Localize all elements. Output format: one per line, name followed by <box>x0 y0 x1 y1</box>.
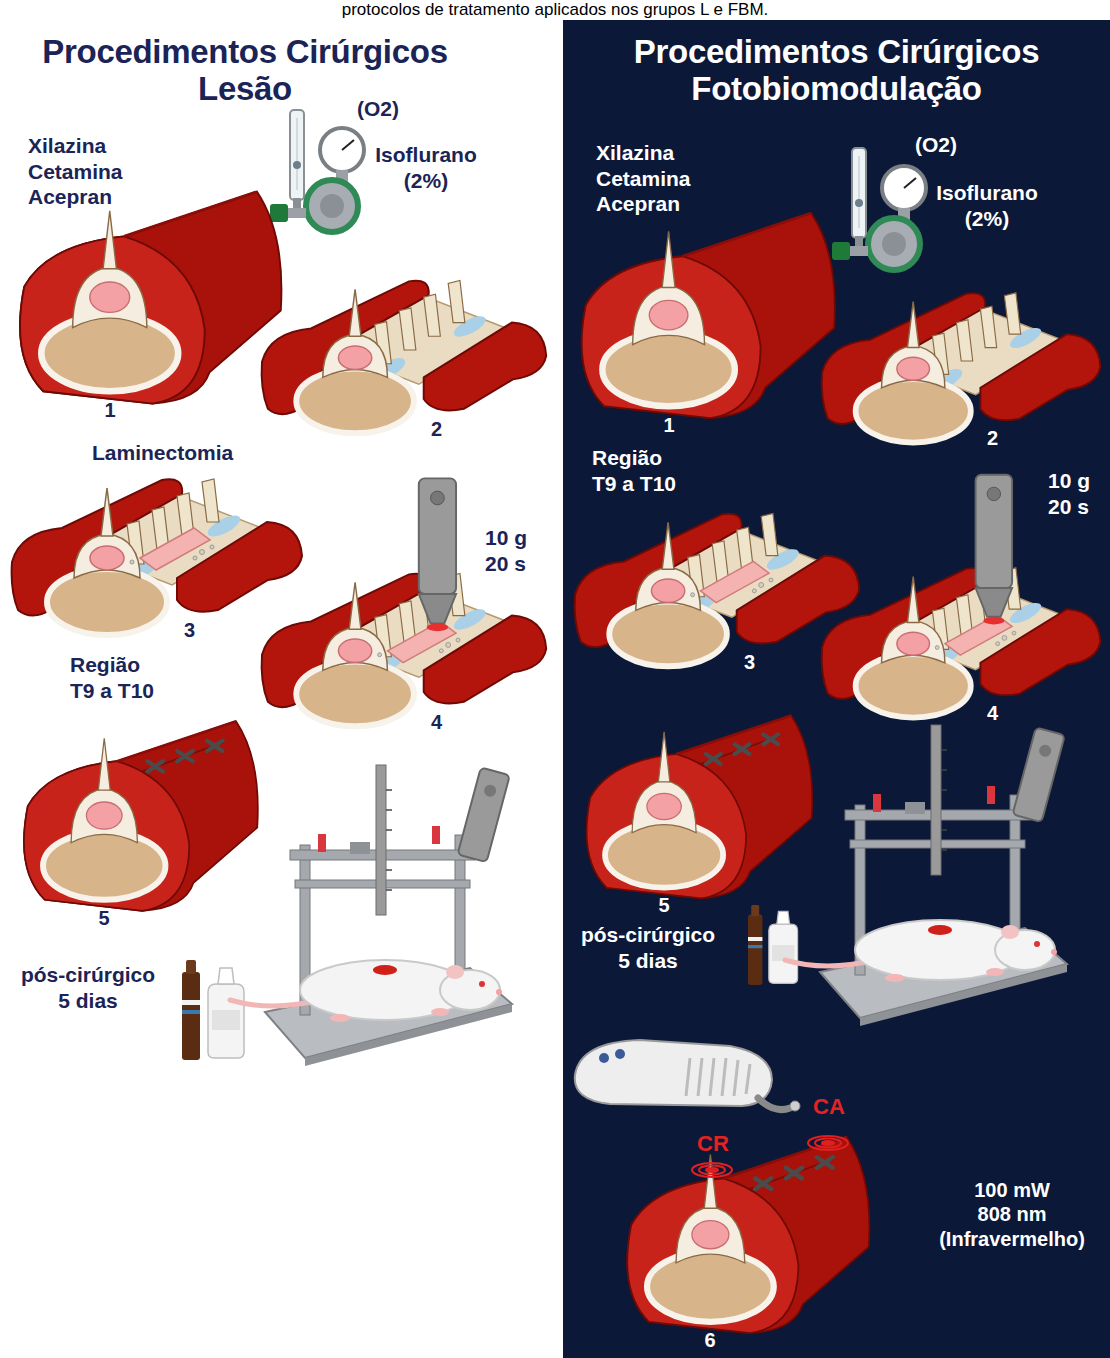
figure-1 <box>582 213 835 418</box>
frame <box>230 765 512 1066</box>
vaporizer <box>832 148 926 270</box>
panel-heading: Procedimentos Cirúrgicos Lesão <box>42 34 447 108</box>
laser-device <box>599 1053 609 1063</box>
point-label: CR <box>697 1131 729 1158</box>
figure-2 <box>822 293 1101 443</box>
laser-spot-ca <box>815 1139 841 1148</box>
gas-label: (O2) <box>357 96 399 122</box>
figure-5 <box>24 721 258 911</box>
figure-4 <box>419 478 456 631</box>
figure-5 <box>701 734 779 764</box>
laser-spot-ca <box>808 1136 848 1150</box>
figure-4 <box>976 475 1012 625</box>
drug-list: Xilazina Cetamina Acepran <box>596 140 691 217</box>
region-label: Região T9 a T10 <box>70 652 154 703</box>
laser-device <box>790 1101 800 1111</box>
figure-2 <box>262 280 547 433</box>
laser-spot-cr <box>699 1166 725 1175</box>
postop-label: pós-cirúrgico 5 dias <box>581 922 715 973</box>
figure-4 <box>262 478 547 726</box>
figure-1 <box>582 213 835 418</box>
step-number: 2 <box>987 426 998 450</box>
step-number: 1 <box>663 413 674 437</box>
figure-1 <box>20 192 281 404</box>
figure-caption: protocolos de tratamento aplicados nos g… <box>342 0 769 20</box>
figure-5 <box>24 721 258 911</box>
postop-label: pós-cirúrgico 5 dias <box>21 962 155 1013</box>
step-number: 3 <box>184 618 195 642</box>
procedure-label: Laminectomia <box>92 440 233 466</box>
bottles <box>182 960 244 1060</box>
figure-1 <box>20 192 281 404</box>
step-number: 5 <box>658 893 669 917</box>
gas-label: (O2) <box>915 132 957 158</box>
step-number: 2 <box>431 417 442 441</box>
figure-5 <box>143 741 224 772</box>
step-number: 5 <box>98 906 109 930</box>
laser-parameters: 100 mW 808 nm (Infravermelho) <box>939 1178 1085 1251</box>
laser-device <box>615 1049 625 1059</box>
anesthetic-label: Isoflurano (2%) <box>375 142 477 193</box>
step-number: 4 <box>431 710 442 734</box>
step-number: 1 <box>104 398 115 422</box>
step-number: 6 <box>704 1328 715 1352</box>
laser-device <box>686 1058 750 1096</box>
bottles <box>748 905 798 985</box>
figure-3 <box>130 528 214 570</box>
figure-2 <box>822 293 1101 443</box>
anesthetic-label: Isoflurano (2%) <box>936 180 1038 231</box>
panel-heading: Procedimentos Cirúrgicos Fotobiomodulaçã… <box>634 34 1039 108</box>
figure-4 <box>822 568 1101 718</box>
dark-panel-ground <box>563 20 1110 1358</box>
figure-3 <box>575 513 860 666</box>
figure-3 <box>691 561 773 602</box>
laser-spot-ca <box>822 1141 834 1145</box>
figure-3 <box>12 479 302 635</box>
panel-band: Procedimentos Cirúrgicos Fotobiomodulaçã… <box>563 20 1110 1358</box>
region-label: Região T9 a T10 <box>592 445 676 496</box>
step-number: 3 <box>744 650 755 674</box>
figure-6 <box>627 1137 869 1333</box>
figure-6 <box>627 1137 869 1333</box>
laser-device <box>758 1098 790 1110</box>
figure-4 <box>262 573 547 726</box>
figure-5 <box>587 716 813 899</box>
laser-device <box>575 1040 772 1106</box>
frame <box>785 725 1067 1026</box>
vaporizer <box>270 110 364 232</box>
laser-device <box>575 1040 800 1111</box>
laser-spot-ca <box>808 1136 848 1150</box>
impact-parameters: 10 g 20 s <box>485 525 527 576</box>
drug-list: Xilazina Cetamina Acepran <box>28 133 123 210</box>
laser-spot-cr <box>692 1163 732 1177</box>
step-number: 4 <box>987 701 998 725</box>
figure-2 <box>262 280 547 433</box>
figure-3 <box>12 479 302 635</box>
impact-parameters: 10 g 20 s <box>1048 468 1090 519</box>
laser-spot-cr <box>692 1163 732 1177</box>
figure-6 <box>750 1157 834 1189</box>
figure-5 <box>587 716 813 899</box>
laser-spot-cr <box>706 1168 718 1172</box>
figure-3 <box>575 513 860 666</box>
point-label: CA <box>813 1094 845 1121</box>
